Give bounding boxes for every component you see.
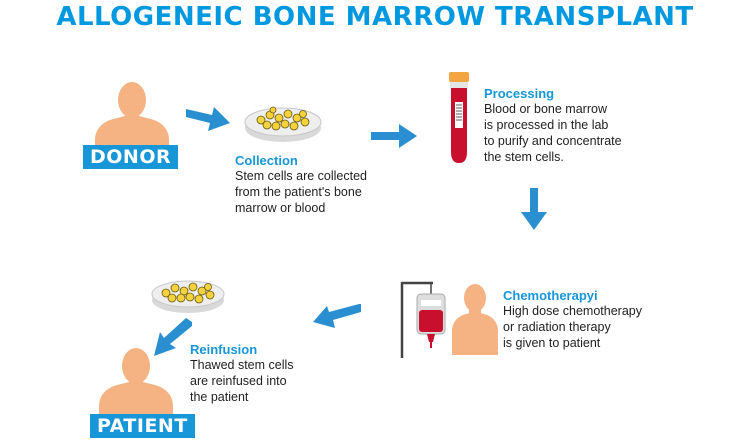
petri-dish-icon: [244, 106, 322, 142]
patient-person-icon: [452, 284, 498, 355]
step-chemotherapy-title: Chemotherapyi: [503, 288, 598, 303]
step-collection-title: Collection: [235, 153, 298, 168]
arrow-icon: [154, 318, 192, 356]
step-collection: Collection Stem cells are collected from…: [235, 153, 385, 216]
step-processing: Processing Blood or bone marrow is proce…: [484, 86, 654, 165]
step-reinfusion-line: are reinfused into: [190, 374, 287, 388]
patient-badge: PATIENT: [90, 414, 195, 438]
step-collection-line: marrow or blood: [235, 201, 326, 215]
patient-person-icon: [99, 348, 173, 418]
step-chemotherapy: Chemotherapyi High dose chemotherapy or …: [503, 288, 673, 351]
step-processing-title: Processing: [484, 86, 555, 101]
donor-person-icon: [95, 82, 169, 150]
step-chemotherapy-line: or radiation therapy: [503, 320, 611, 334]
petri-dish-icon: [151, 280, 225, 313]
step-processing-line: Blood or bone marrow: [484, 102, 607, 116]
step-processing-line: is processed in the lab: [484, 118, 609, 132]
arrow-icon: [313, 304, 361, 328]
step-chemotherapy-line: High dose chemotherapy: [503, 304, 642, 318]
step-processing-line: to purify and concentrate: [484, 134, 622, 148]
step-reinfusion-line: the patient: [190, 390, 249, 404]
step-processing-line: the stem cells.: [484, 150, 564, 164]
step-reinfusion-line: Thawed stem cells: [190, 358, 294, 372]
page-title: ALLOGENEIC BONE MARROW TRANSPLANT: [56, 2, 694, 32]
step-collection-line: from the patient's bone: [235, 185, 362, 199]
step-collection-line: Stem cells are collected: [235, 169, 368, 183]
iv-bag-icon: [400, 281, 446, 358]
step-chemotherapy-line: is given to patient: [503, 336, 601, 350]
arrow-icon: [371, 124, 417, 148]
test-tube-icon: [449, 72, 469, 163]
arrow-icon: [521, 188, 547, 230]
step-reinfusion: Reinfusion Thawed stem cells are reinfus…: [190, 342, 340, 405]
donor-badge: DONOR: [83, 145, 179, 169]
arrow-icon: [186, 107, 230, 131]
step-reinfusion-title: Reinfusion: [190, 342, 258, 357]
